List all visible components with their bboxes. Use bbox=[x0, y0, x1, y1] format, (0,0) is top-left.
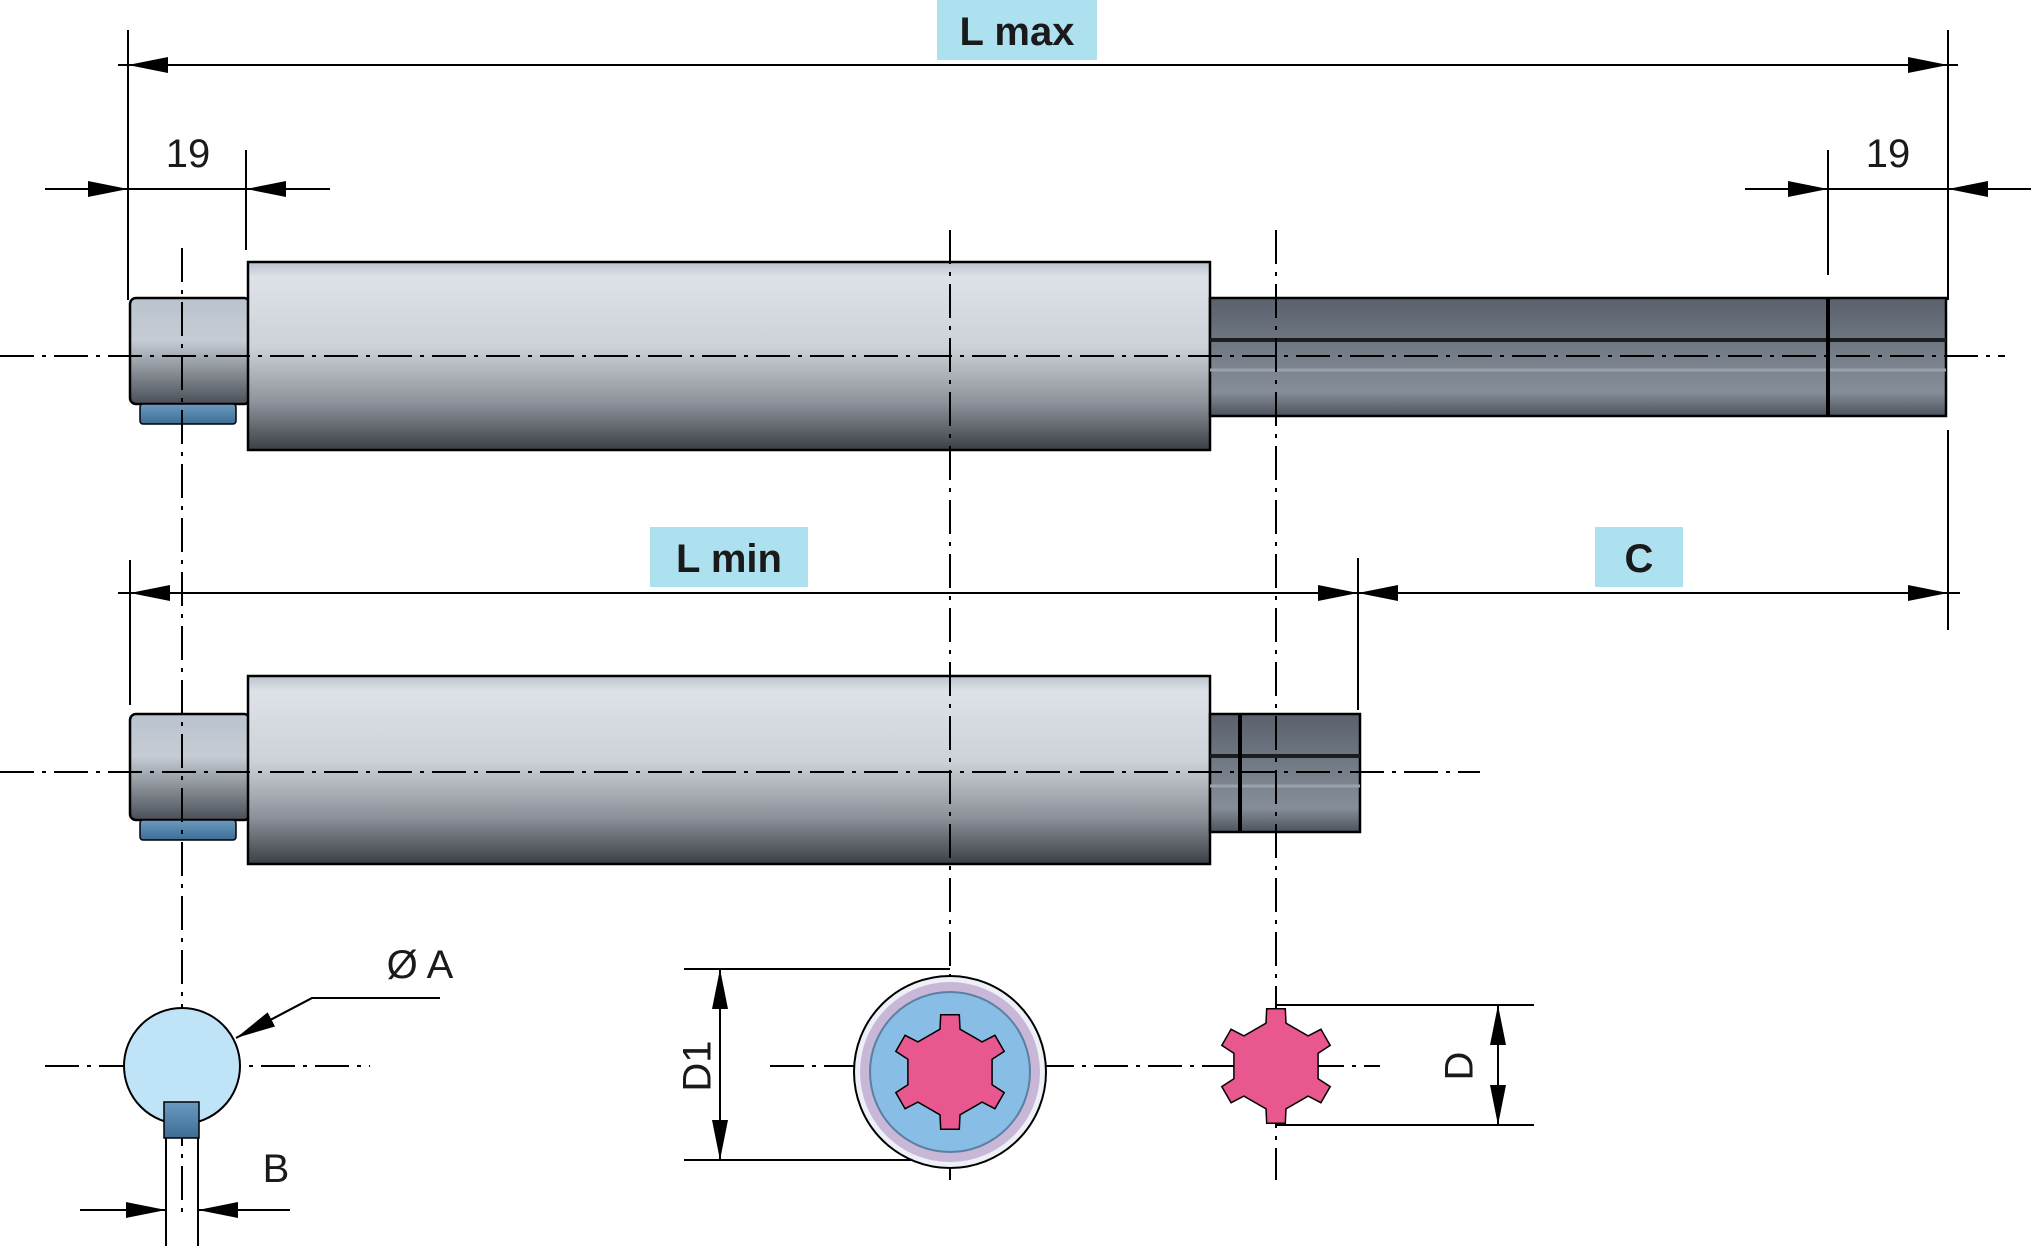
key-block bbox=[139, 403, 237, 425]
cylinder-body bbox=[246, 674, 1212, 866]
b-label: B bbox=[263, 1147, 290, 1191]
label-c: C bbox=[1595, 527, 1683, 587]
end-fitting-left bbox=[128, 296, 252, 406]
d-label: D bbox=[1438, 1052, 1482, 1081]
spring-compressed bbox=[128, 674, 1362, 866]
end-fitting-left bbox=[128, 712, 252, 822]
end-fitting-section bbox=[123, 1007, 241, 1139]
end-left-label: 19 bbox=[166, 132, 211, 176]
piston-rod bbox=[1208, 712, 1362, 834]
cylinder-section bbox=[853, 975, 1047, 1169]
l-max-label: L max bbox=[960, 10, 1075, 54]
end-right-label: 19 bbox=[1866, 132, 1911, 176]
dia-a-label: Ø A bbox=[387, 943, 454, 987]
dimension-lines bbox=[45, 30, 2031, 1246]
key-block bbox=[139, 819, 237, 841]
rod-section bbox=[1220, 1008, 1332, 1124]
d1-label: D1 bbox=[676, 1040, 720, 1091]
l-min-label: L min bbox=[676, 537, 782, 581]
label-l-min: L min bbox=[650, 527, 808, 587]
label-l-max: L max bbox=[937, 0, 1097, 60]
c-label: C bbox=[1625, 537, 1654, 581]
